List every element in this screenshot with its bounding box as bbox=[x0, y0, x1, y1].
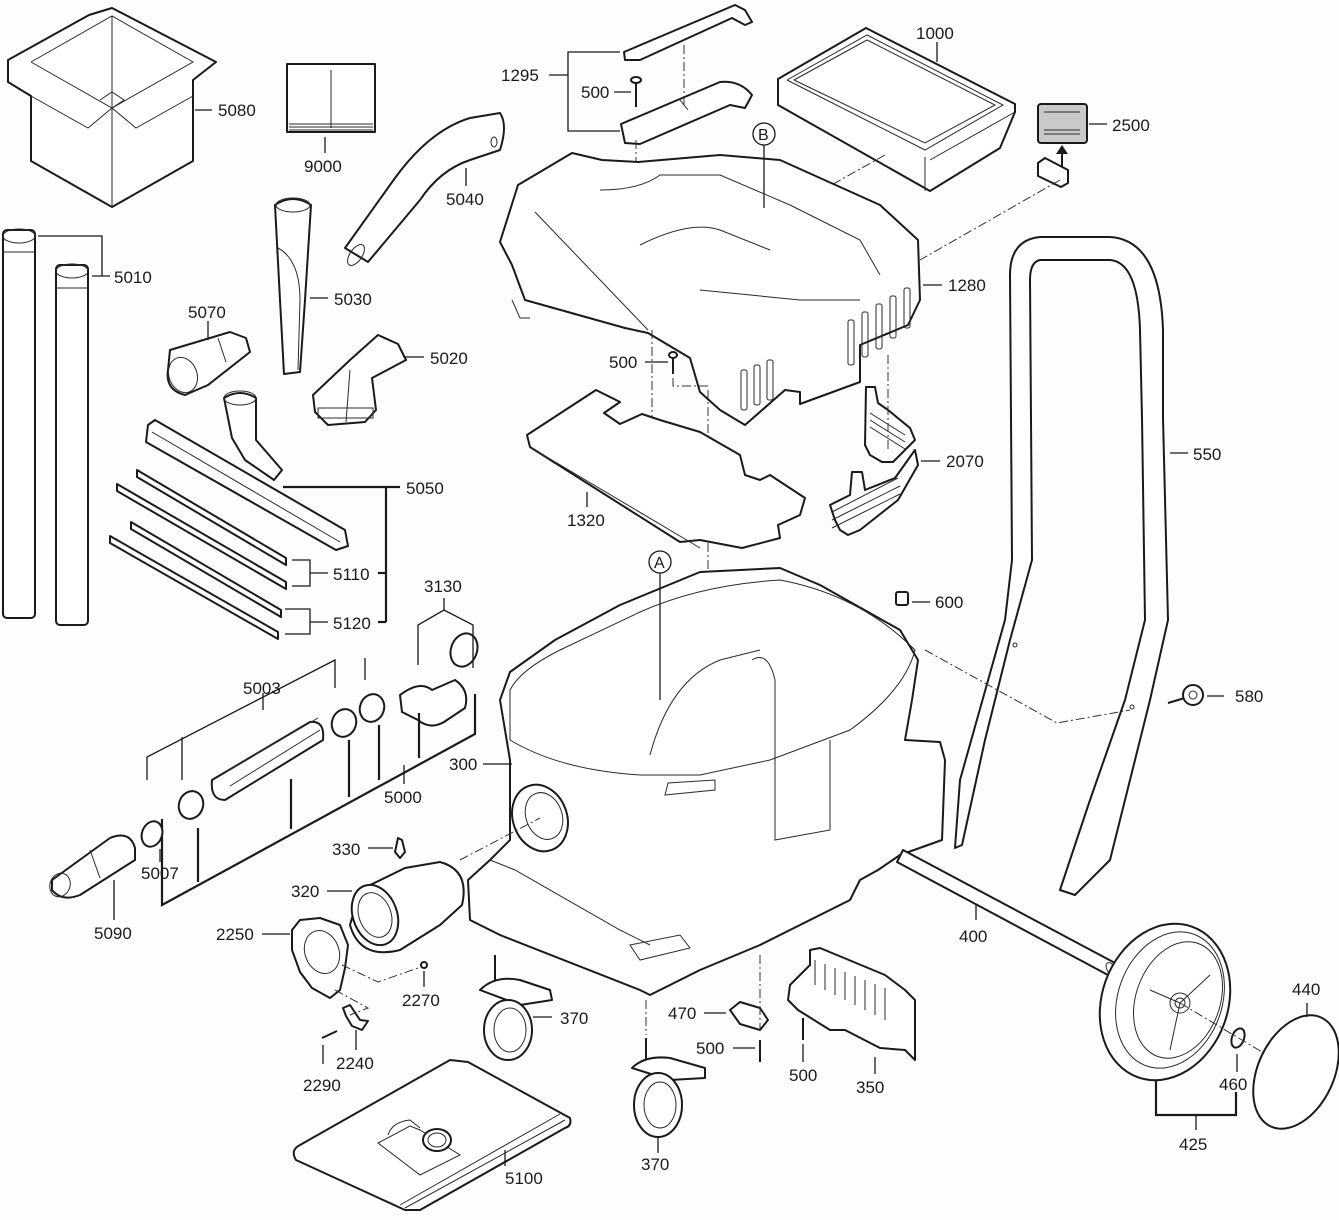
label-2290: 2290 bbox=[303, 1076, 341, 1095]
label-5010: 5010 bbox=[114, 268, 152, 287]
part-3130-hose-connector[interactable] bbox=[399, 630, 482, 727]
part-370-castor-front[interactable] bbox=[479, 955, 553, 1061]
label-5003: 5003 bbox=[243, 679, 281, 698]
part-470-bracket[interactable] bbox=[729, 1001, 769, 1031]
label-300: 300 bbox=[449, 755, 477, 774]
label-5100: 5100 bbox=[505, 1169, 543, 1188]
part-5010-extension-tubes[interactable] bbox=[2, 228, 89, 626]
reference-marker-b: B bbox=[752, 122, 776, 208]
part-5070-adapter[interactable] bbox=[164, 331, 251, 397]
label-370-front: 370 bbox=[560, 1009, 588, 1028]
part-5100-filter-bag[interactable] bbox=[292, 1059, 572, 1211]
label-1280: 1280 bbox=[948, 276, 986, 295]
label-500-bottom-left: 500 bbox=[696, 1039, 724, 1058]
label-5030: 5030 bbox=[334, 290, 372, 309]
part-580-screw-washer[interactable] bbox=[1167, 684, 1204, 706]
label-5080: 5080 bbox=[218, 101, 256, 120]
part-2290-screw[interactable] bbox=[321, 1030, 338, 1039]
part-1280-motor-head[interactable] bbox=[499, 152, 921, 426]
label-5040: 5040 bbox=[446, 190, 484, 209]
part-5050-floor-nozzle[interactable] bbox=[145, 390, 349, 551]
label-3130: 3130 bbox=[424, 577, 462, 596]
label-470: 470 bbox=[668, 1004, 696, 1023]
label-5020: 5020 bbox=[430, 349, 468, 368]
label-580: 580 bbox=[1235, 687, 1263, 706]
part-5120-brush-strips[interactable] bbox=[109, 521, 282, 640]
label-500-top: 500 bbox=[581, 83, 609, 102]
part-2240-wing-latch[interactable] bbox=[342, 1004, 369, 1031]
part-600-square-nut[interactable] bbox=[895, 591, 909, 606]
part-1320-insulation-plate[interactable] bbox=[526, 389, 806, 549]
part-5080-box[interactable] bbox=[7, 7, 217, 208]
part-550-push-handle[interactable] bbox=[954, 236, 1169, 896]
label-460: 460 bbox=[1219, 1075, 1247, 1094]
part-500-screw-top[interactable] bbox=[630, 76, 642, 107]
part-425-wheel[interactable] bbox=[1078, 905, 1251, 1098]
part-5040-hose-handle[interactable] bbox=[344, 112, 505, 268]
label-1000: 1000 bbox=[916, 24, 954, 43]
label-500-mid: 500 bbox=[609, 353, 637, 372]
part-2070-cable-hooks[interactable] bbox=[829, 386, 919, 536]
label-320: 320 bbox=[291, 882, 319, 901]
part-460-retaining-washer[interactable] bbox=[1229, 1027, 1247, 1050]
label-5000: 5000 bbox=[384, 788, 422, 807]
label-9000: 9000 bbox=[304, 157, 342, 176]
label-400: 400 bbox=[959, 927, 987, 946]
svg-text:B: B bbox=[758, 127, 769, 144]
label-425: 425 bbox=[1179, 1135, 1207, 1154]
label-440: 440 bbox=[1292, 980, 1320, 999]
part-440-hub-cap[interactable] bbox=[1236, 1002, 1339, 1143]
label-5110: 5110 bbox=[333, 565, 370, 584]
label-1295: 1295 bbox=[501, 66, 539, 85]
part-5020-upholstery-nozzle[interactable] bbox=[312, 334, 407, 426]
part-2270-nut[interactable] bbox=[420, 961, 428, 969]
part-5030-crevice-nozzle[interactable] bbox=[274, 197, 312, 375]
label-500-bottom-right: 500 bbox=[789, 1066, 817, 1085]
part-330-valve[interactable] bbox=[394, 837, 406, 859]
part-5090-tool-adapter[interactable] bbox=[46, 834, 136, 900]
label-2070: 2070 bbox=[946, 452, 984, 471]
part-2250-port-cover[interactable] bbox=[291, 917, 349, 999]
label-5120: 5120 bbox=[333, 614, 371, 633]
label-2270: 2270 bbox=[402, 991, 440, 1010]
svg-text:A: A bbox=[654, 555, 665, 572]
label-5007: 5007 bbox=[141, 864, 179, 883]
label-5070: 5070 bbox=[188, 303, 226, 322]
label-2250: 2250 bbox=[216, 925, 254, 944]
part-5110-squeegee-strips[interactable] bbox=[116, 469, 287, 590]
label-330: 330 bbox=[332, 840, 360, 859]
label-370-rear: 370 bbox=[641, 1155, 669, 1174]
part-370-castor-rear[interactable] bbox=[631, 1038, 706, 1138]
part-5007-hose-clip[interactable] bbox=[138, 818, 166, 849]
label-550: 550 bbox=[1193, 445, 1221, 464]
label-5090: 5090 bbox=[94, 924, 132, 943]
part-5000-suction-hose[interactable] bbox=[175, 717, 325, 822]
label-5050: 5050 bbox=[406, 479, 444, 498]
part-500-screw-mid[interactable] bbox=[668, 351, 678, 374]
part-2500-type-plate[interactable] bbox=[1037, 103, 1088, 188]
label-2500: 2500 bbox=[1112, 116, 1150, 135]
part-300-container[interactable] bbox=[467, 567, 946, 996]
label-350: 350 bbox=[856, 1078, 884, 1097]
part-350-accessory-holder[interactable] bbox=[787, 947, 916, 1061]
part-320-suction-port[interactable] bbox=[344, 861, 465, 954]
part-1000-flat-filter[interactable] bbox=[777, 27, 1016, 192]
label-2240: 2240 bbox=[336, 1054, 374, 1073]
part-9000-manual[interactable] bbox=[286, 63, 376, 133]
part-5003-hose-rings[interactable] bbox=[328, 691, 388, 741]
reference-marker-a: A bbox=[648, 550, 672, 700]
label-1320: 1320 bbox=[567, 511, 605, 530]
part-1295-handle-set[interactable] bbox=[620, 4, 753, 145]
label-600: 600 bbox=[935, 593, 963, 612]
